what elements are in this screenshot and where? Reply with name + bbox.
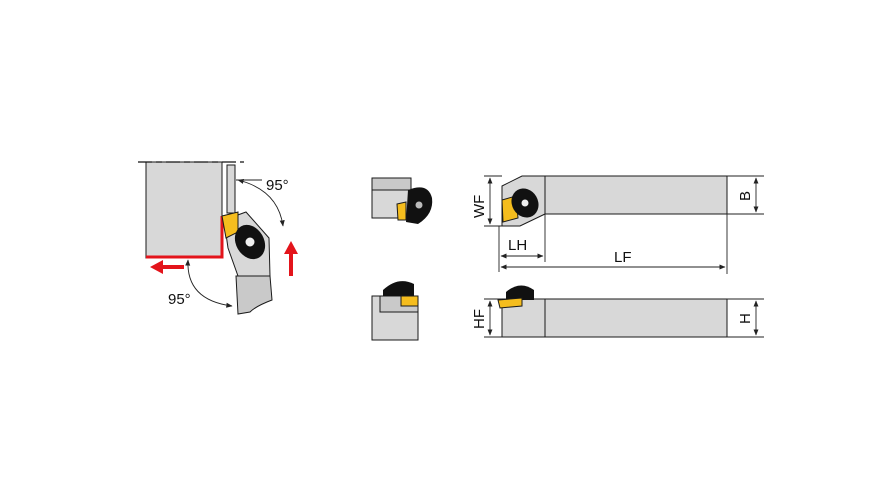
head-view-top [371,177,433,224]
angle-arc-top [237,178,285,227]
angle-label-top: 95° [266,177,289,194]
holder-top-view: WF LH LF B [471,175,764,274]
clamp-side-icon [506,285,534,300]
angle-arc-bottom [185,259,233,308]
dim-label-h: H [737,313,754,324]
feed-arrow-left [150,260,184,274]
dim-label-hf: HF [471,309,488,329]
holder-side-view: HF H [471,285,764,338]
machining-view: 95° 95° [138,161,298,315]
insert-side [497,297,523,309]
feed-arrow-up [284,241,298,276]
holder-shank-side [544,298,728,338]
head-view-bottom [371,281,419,341]
workpiece [145,161,223,259]
tool-shank [235,275,273,315]
holder-shank-top [544,175,728,215]
dim-label-lh: LH [508,237,527,254]
cutting-path [146,216,224,259]
holder-edge [226,164,236,214]
dim-label-lf: LF [614,249,632,266]
dim-label-wf: WF [471,195,488,218]
dim-label-b: B [737,191,754,201]
angle-label-bottom: 95° [168,291,191,308]
